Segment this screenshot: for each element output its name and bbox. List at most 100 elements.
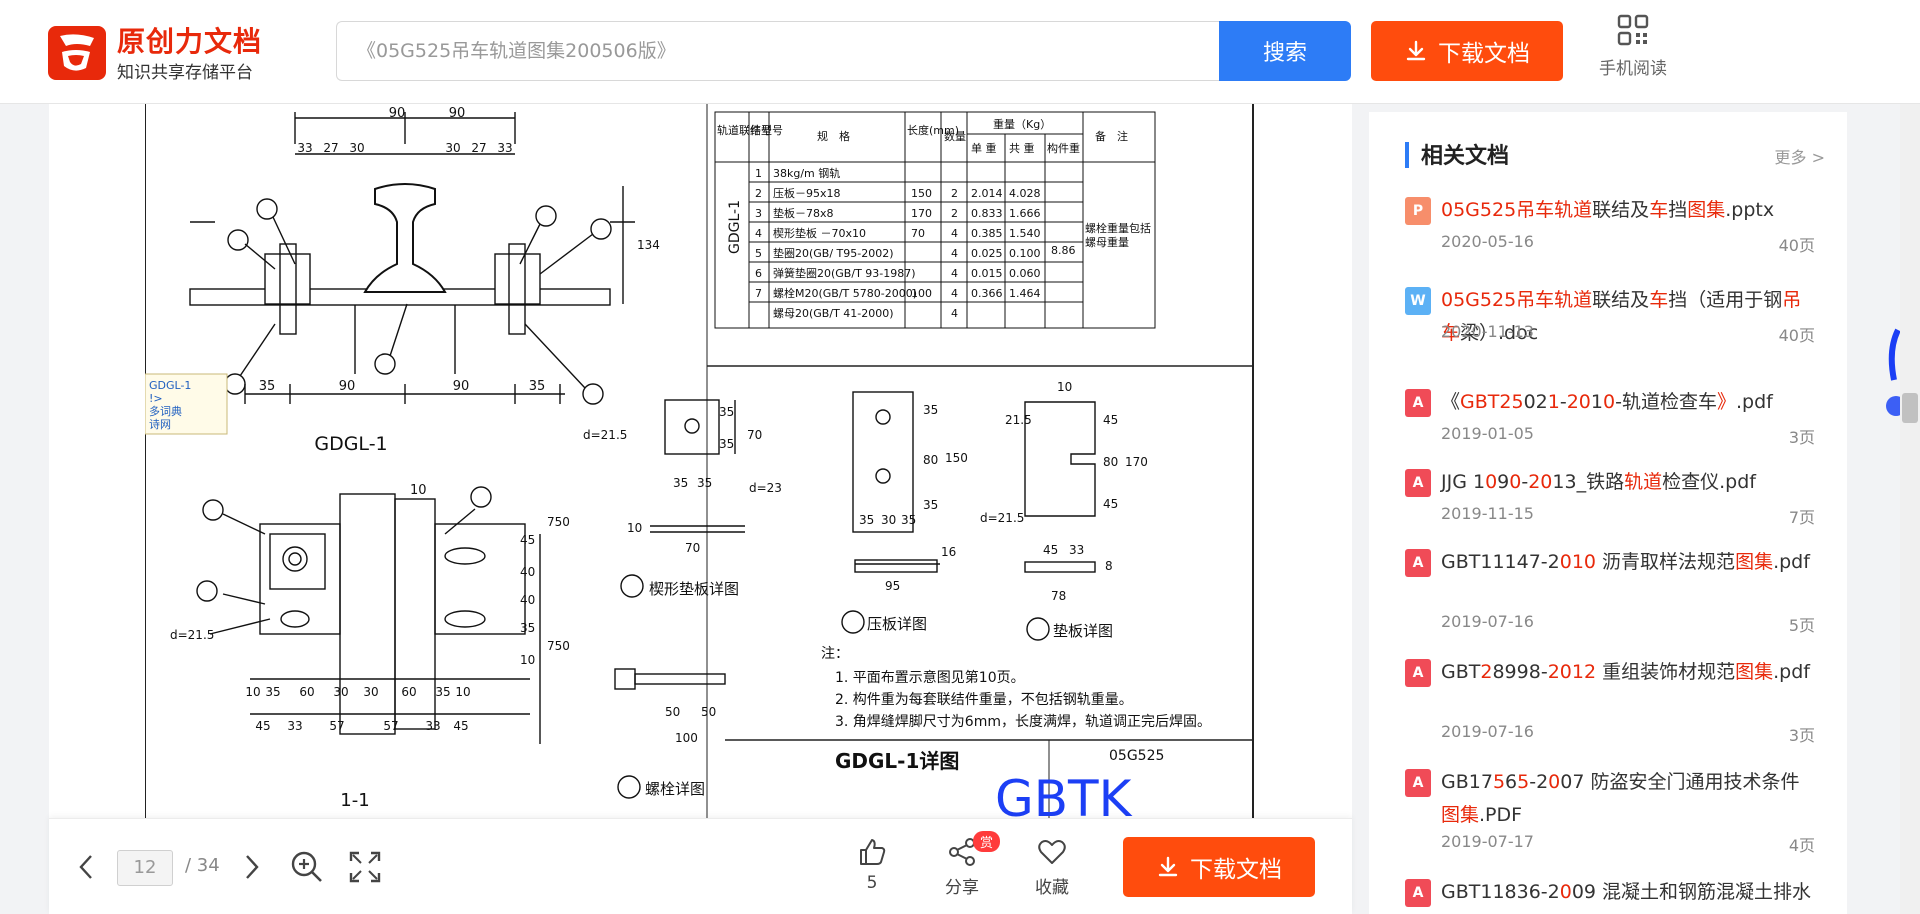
- related-doc-title[interactable]: 05G525吊车轨道联结及车挡（适用于钢吊车梁）.doc: [1441, 284, 1817, 350]
- related-doc-title[interactable]: GB17565-2007 防盗安全门通用技术条件图集.PDF: [1441, 766, 1817, 832]
- svg-text:35: 35: [697, 476, 712, 490]
- svg-text:70: 70: [685, 541, 700, 555]
- download-label-top: 下载文档: [1438, 41, 1530, 67]
- title-text: 重组装饰材规范: [1596, 661, 1736, 683]
- title-text: 8998-: [1492, 661, 1548, 683]
- svg-text:注：: 注：: [821, 646, 849, 662]
- title-highlight: 图集: [1735, 661, 1774, 683]
- pdf-file-icon: A: [1405, 389, 1431, 417]
- related-doc-title[interactable]: JJG 1090-2013_铁路轨道检查仪.pdf: [1441, 466, 1817, 499]
- svg-text:6: 6: [755, 267, 762, 280]
- reward-badge[interactable]: 赏: [973, 831, 1001, 852]
- svg-text:27: 27: [471, 141, 486, 155]
- svg-text:2.014: 2.014: [971, 187, 1003, 200]
- svg-text:螺母20(GB/T 41-2000): 螺母20(GB/T 41-2000): [773, 307, 894, 320]
- more-link[interactable]: 更多 >: [1774, 148, 1826, 167]
- related-doc-title[interactable]: 《GBT25021-2010-轨道检查车》.pdf: [1441, 386, 1817, 419]
- heart-icon: [1038, 840, 1066, 864]
- page-number-input[interactable]: 12: [117, 850, 173, 886]
- svg-text:21.5: 21.5: [1005, 413, 1032, 427]
- svg-text:50: 50: [701, 705, 716, 719]
- favorite-button[interactable]: 收藏: [1035, 837, 1069, 898]
- svg-text:35: 35: [259, 379, 276, 394]
- table-remark: 螺栓重量包括螺母重量: [1085, 222, 1151, 249]
- page-total: / 34: [185, 855, 220, 876]
- floating-assistant-icon[interactable]: [1882, 310, 1900, 420]
- title-highlight: 0: [1548, 771, 1561, 793]
- svg-text:50: 50: [665, 705, 680, 719]
- svg-text:90: 90: [339, 379, 356, 394]
- logo-icon[interactable]: [46, 22, 108, 82]
- zoom-in-icon[interactable]: [289, 849, 325, 885]
- title-highlight: 轨道: [1624, 471, 1663, 493]
- title-text: 梁）.doc: [1460, 322, 1539, 344]
- svg-text:共 重: 共 重: [1009, 141, 1035, 155]
- svg-text:150: 150: [911, 187, 932, 200]
- download-label-bottom: 下载文档: [1190, 857, 1282, 883]
- title-highlight: 车: [1649, 289, 1669, 311]
- svg-text:33: 33: [297, 141, 312, 155]
- related-doc-title[interactable]: GBT11147-2010 沥青取样法规范图集.pdf: [1441, 546, 1817, 579]
- title-text: GBT11836-2: [1441, 881, 1560, 903]
- svg-text:单 重: 单 重: [971, 141, 997, 155]
- svg-text:100: 100: [911, 287, 932, 300]
- pdf-file-icon: A: [1405, 659, 1431, 687]
- title-text: GBT: [1441, 661, 1481, 683]
- title-highlight: 图集: [1441, 804, 1480, 826]
- download-button-bottom[interactable]: 下载文档: [1123, 837, 1315, 897]
- related-doc-pages: 3页: [1788, 726, 1815, 745]
- share-button[interactable]: 分享 赏: [945, 831, 1001, 898]
- svg-text:35: 35: [719, 437, 734, 451]
- page-scrollbar[interactable]: [1900, 104, 1920, 914]
- svg-text:2. 构件重为每套联结件重量，不包括钢轨重量。: 2. 构件重为每套联结件重量，不包括钢轨重量。: [835, 692, 1133, 708]
- fullscreen-icon[interactable]: [347, 849, 383, 885]
- brand-title[interactable]: 原创力文档: [117, 25, 263, 58]
- table-group: GDGL-1: [727, 200, 743, 254]
- prev-page-button[interactable]: [71, 849, 101, 885]
- title-text: 1: [1590, 391, 1603, 413]
- download-button-top[interactable]: 下载文档: [1371, 21, 1563, 81]
- site-header: 原创力文档 知识共享存储平台 《05G525吊车轨道图集200506版》 搜索 …: [0, 0, 1920, 104]
- drawing-number: 05G525: [1109, 748, 1164, 764]
- chevron-right-icon: [246, 855, 259, 879]
- search-button[interactable]: 搜索: [1219, 21, 1351, 81]
- title-highlight: 车: [1649, 199, 1669, 221]
- svg-text:7: 7: [755, 287, 762, 300]
- title-highlight: 20: [1528, 471, 1553, 493]
- scrollbar-thumb[interactable]: [1902, 393, 1918, 423]
- pdf-file-icon: A: [1405, 879, 1431, 907]
- svg-text:GDGL-1: GDGL-1: [149, 379, 191, 392]
- like-button[interactable]: 5: [857, 837, 887, 893]
- mobile-read-button[interactable]: 手机阅读: [1590, 14, 1676, 84]
- svg-text:0.385: 0.385: [971, 227, 1003, 240]
- svg-text:4: 4: [951, 287, 958, 300]
- svg-text:件号: 件号: [750, 124, 772, 137]
- next-page-button[interactable]: [237, 849, 267, 885]
- mobile-read-label: 手机阅读: [1599, 59, 1667, 79]
- title-text: 《: [1441, 391, 1461, 413]
- svg-text:30: 30: [881, 513, 896, 527]
- callout-shim: 垫板详图: [1053, 622, 1113, 640]
- related-docs-title: 相关文档: [1421, 144, 1510, 169]
- svg-text:诗网: 诗网: [149, 417, 171, 431]
- related-doc-pages: 7页: [1788, 508, 1815, 527]
- svg-text:16: 16: [941, 545, 956, 559]
- svg-text:1.464: 1.464: [1009, 287, 1041, 300]
- title-text: .pdf: [1735, 391, 1773, 413]
- related-doc-title[interactable]: 05G525吊车轨道联结及车挡图集.pptx: [1441, 194, 1817, 227]
- rail-section: [189, 112, 635, 405]
- svg-text:3: 3: [755, 207, 762, 220]
- brand-subtitle: 知识共享存储平台: [117, 63, 253, 83]
- title-text: 挡: [1668, 199, 1688, 221]
- related-doc-title[interactable]: GBT28998-2012 重组装饰材规范图集.pdf: [1441, 656, 1817, 689]
- search-input[interactable]: 《05G525吊车轨道图集200506版》: [336, 21, 1220, 81]
- svg-text:楔形垫板 －70x10: 楔形垫板 －70x10: [773, 226, 866, 240]
- svg-text:57: 57: [383, 719, 398, 733]
- related-doc-title[interactable]: GBT11836-2009 混凝土和钢筋混凝土排水管图集.pdf: [1441, 876, 1817, 914]
- label-section: 1-1: [340, 790, 369, 811]
- title-highlight: 0: [1603, 391, 1616, 413]
